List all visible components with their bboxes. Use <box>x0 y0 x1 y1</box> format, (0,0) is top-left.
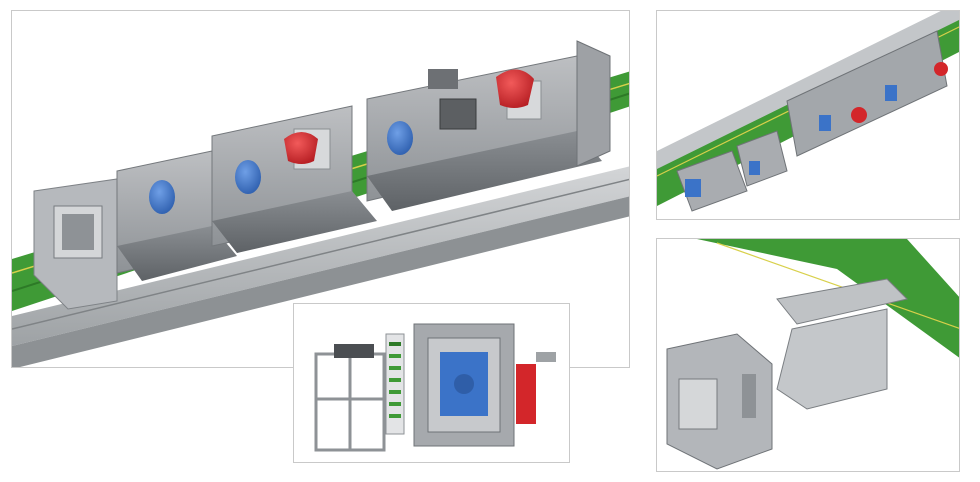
main-view-drawing <box>12 40 629 367</box>
rail-top <box>12 166 629 346</box>
rail-front <box>12 196 629 367</box>
module-window <box>678 378 718 430</box>
inset-cross-section <box>293 303 570 463</box>
connector-icon <box>742 374 756 418</box>
blue-socket-icon <box>749 161 760 175</box>
green-cables <box>697 239 959 358</box>
connector-icon <box>439 98 477 130</box>
end-block <box>576 40 611 167</box>
bottom-right-drawing <box>666 239 959 470</box>
top-right-view <box>656 10 960 220</box>
blue-socket-icon <box>819 115 831 131</box>
open-housing <box>776 308 888 410</box>
blue-socket-icon <box>149 180 175 214</box>
blue-socket-icon <box>387 121 413 155</box>
rail-segment <box>776 278 908 325</box>
main-view <box>11 10 630 368</box>
inset-drawing <box>314 323 556 452</box>
red-socket-icon <box>516 364 536 424</box>
red-socket-icon <box>851 107 867 123</box>
rail-top <box>657 11 959 169</box>
red-socket-icon <box>284 132 318 164</box>
plug-module <box>666 333 773 470</box>
red-socket-icon <box>496 69 534 108</box>
conductor-stack <box>385 333 405 435</box>
bottom-right-view <box>656 238 960 472</box>
blue-socket-icon <box>685 179 701 197</box>
red-socket-icon <box>934 62 948 76</box>
top-right-drawing <box>657 11 959 212</box>
blue-socket-icon <box>885 85 897 101</box>
clamp <box>334 344 374 358</box>
blue-socket-icon <box>235 160 261 194</box>
